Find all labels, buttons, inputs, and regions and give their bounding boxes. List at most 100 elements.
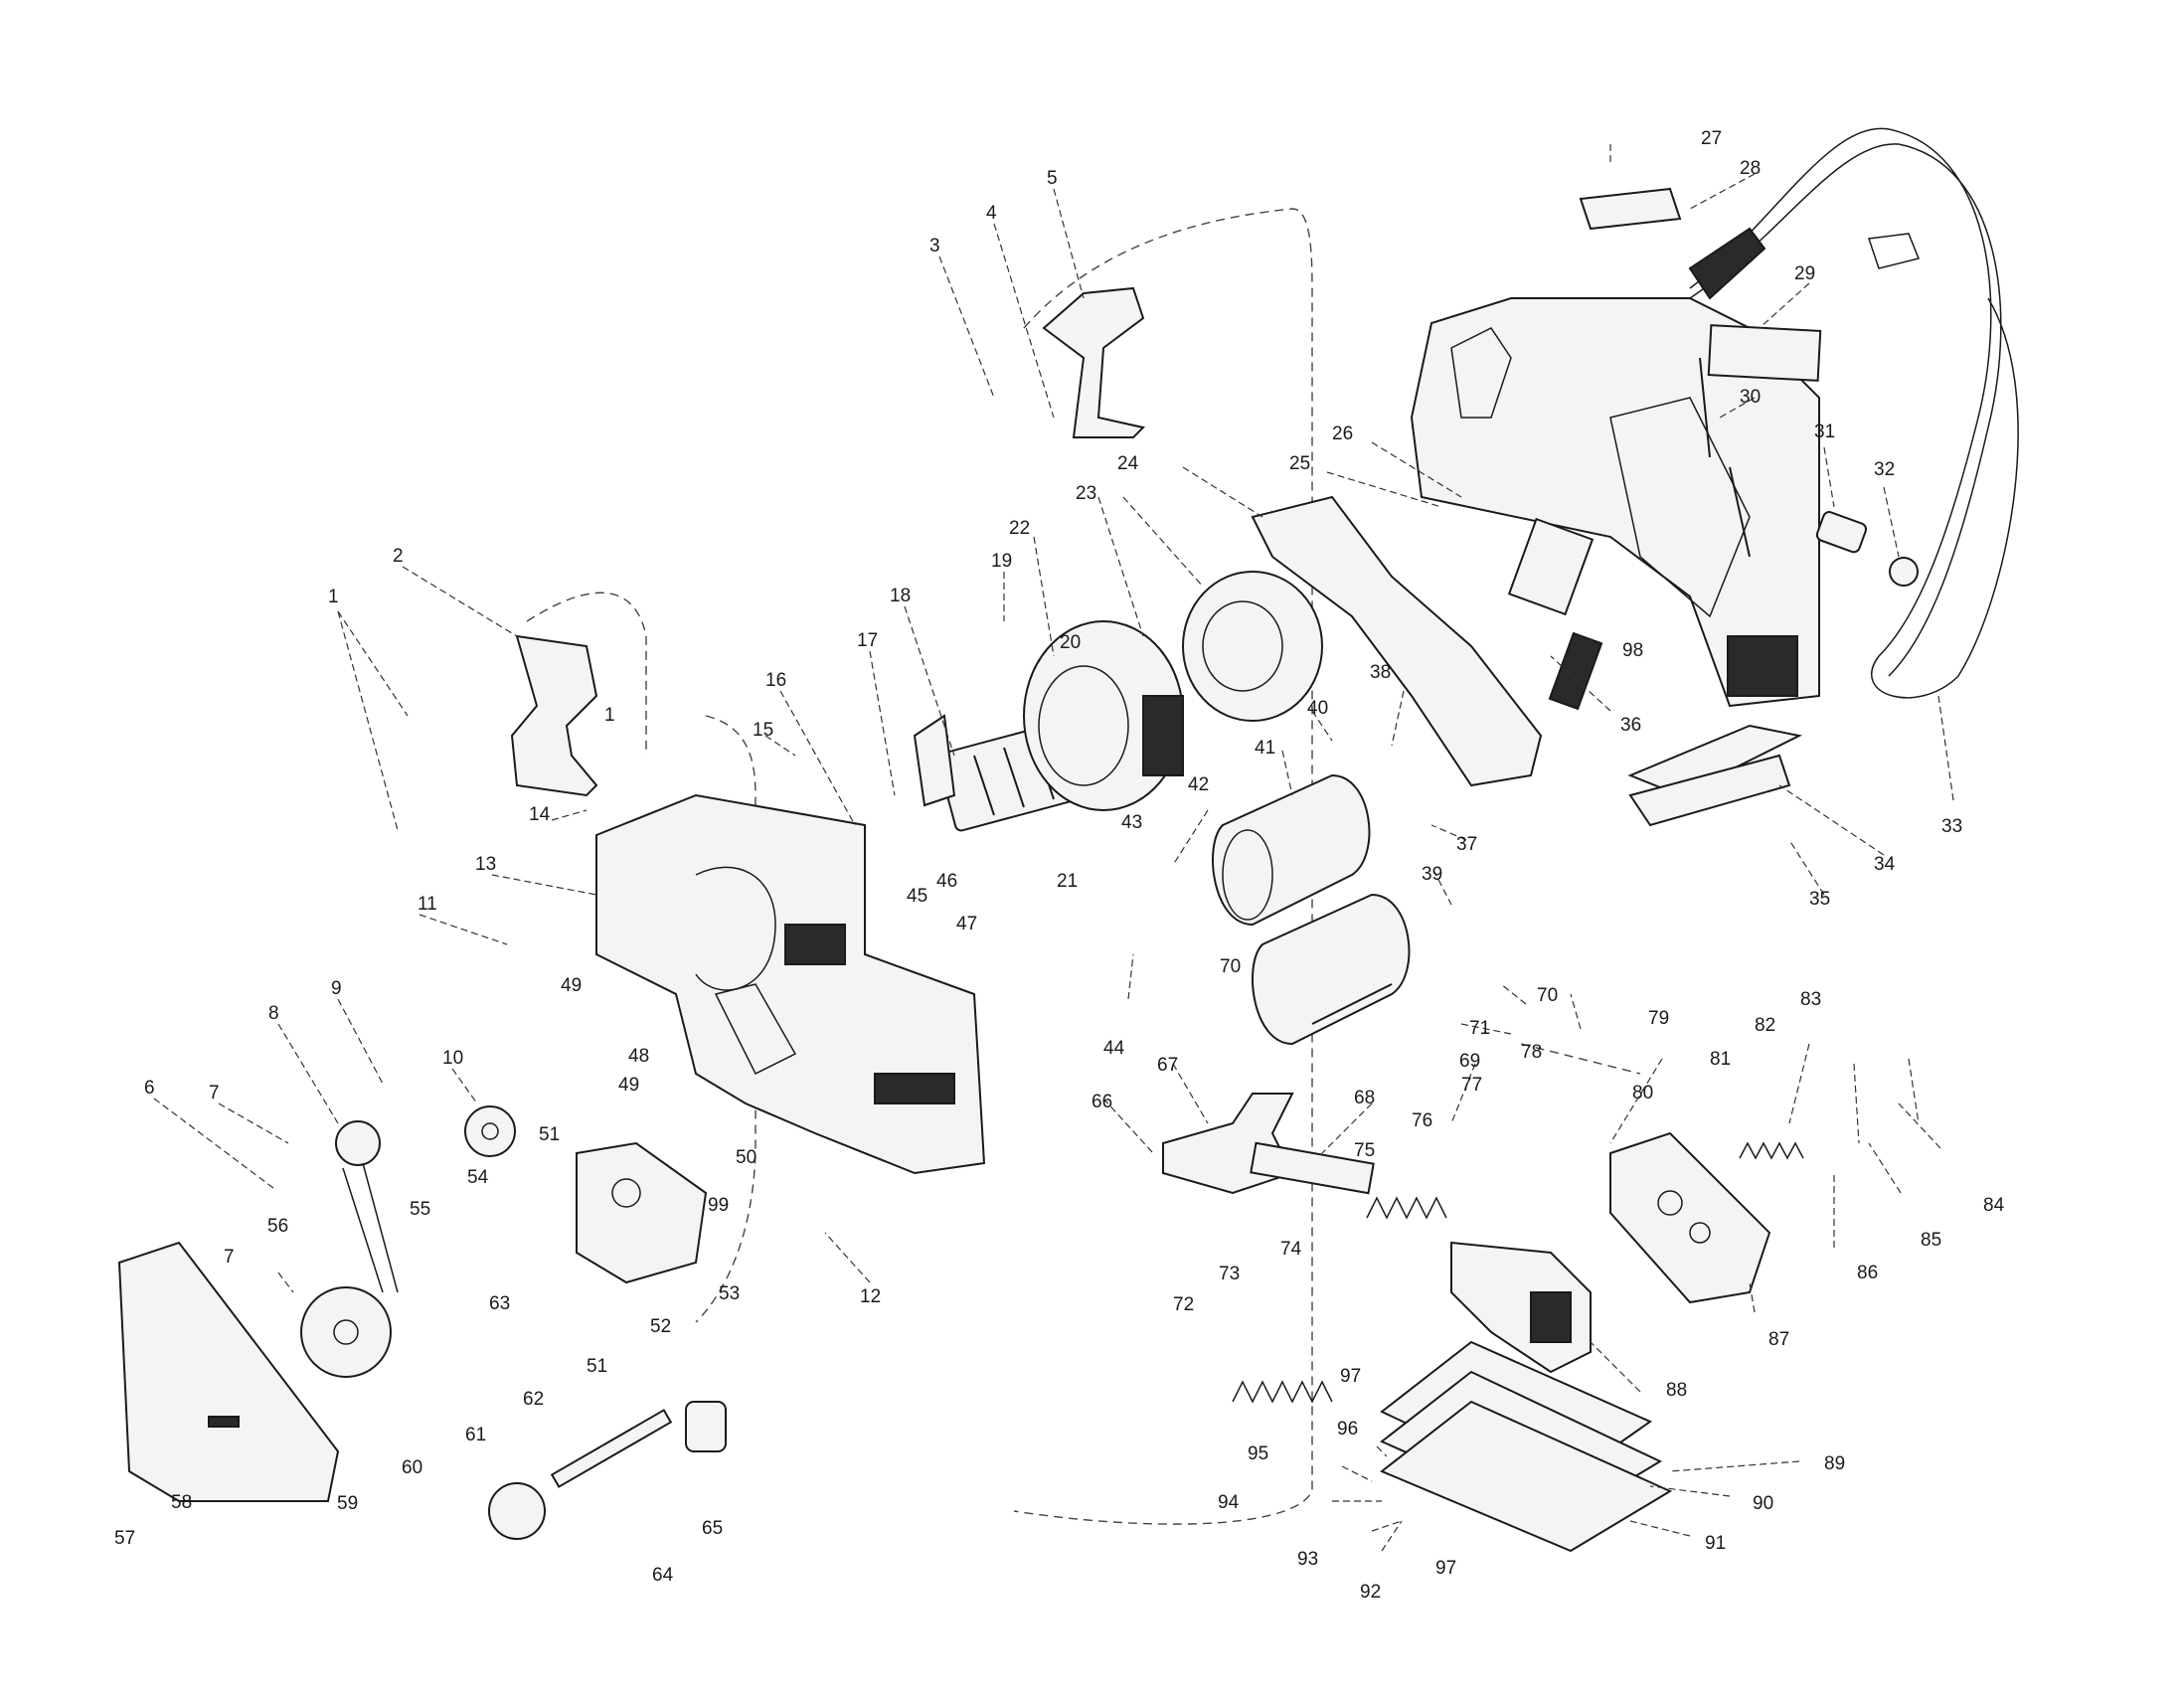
callout-21: 21	[1057, 871, 1078, 892]
callout-62: 62	[523, 1389, 544, 1410]
callout-92: 92	[1360, 1582, 1381, 1603]
callout-24: 24	[1117, 453, 1139, 474]
callout-labels: 1 1 2 3 4 5 6 7 7 8 9 10 11 12 13 14 15 …	[114, 128, 2005, 1603]
callout-75: 75	[1354, 1140, 1375, 1161]
callout-80: 80	[1632, 1083, 1653, 1103]
callout-70-b: 70	[1537, 985, 1558, 1006]
callout-79: 79	[1648, 1008, 1669, 1029]
callout-22: 22	[1009, 518, 1030, 539]
nameplate-part	[1579, 187, 1822, 382]
leader-lines	[153, 144, 1954, 1552]
callout-56: 56	[267, 1216, 288, 1237]
callout-14: 14	[529, 804, 551, 825]
callout-66: 66	[1092, 1092, 1112, 1112]
callout-34: 34	[1874, 854, 1896, 875]
callout-72: 72	[1173, 1294, 1194, 1315]
callout-19: 19	[991, 551, 1012, 572]
callout-15: 15	[753, 720, 773, 741]
callout-78: 78	[1521, 1042, 1542, 1063]
callout-95: 95	[1248, 1443, 1268, 1464]
field-housing-part	[1023, 620, 1184, 811]
callout-67: 67	[1157, 1055, 1178, 1076]
depth-knob-part	[488, 1401, 727, 1540]
callout-76: 76	[1412, 1110, 1432, 1131]
callout-18: 18	[890, 586, 911, 606]
callout-31: 31	[1814, 422, 1835, 442]
callout-40: 40	[1307, 698, 1328, 719]
callout-69: 69	[1459, 1051, 1480, 1072]
callout-97-a: 97	[1340, 1366, 1361, 1387]
callout-47: 47	[956, 914, 977, 934]
callout-44: 44	[1103, 1038, 1125, 1059]
callout-77: 77	[1461, 1075, 1482, 1096]
callout-89: 89	[1824, 1453, 1845, 1474]
callout-86: 86	[1857, 1263, 1878, 1283]
plate-part	[1251, 495, 1543, 787]
callout-33: 33	[1941, 816, 1962, 837]
rear-handle-part	[1042, 286, 1145, 438]
callout-46: 46	[936, 871, 957, 892]
callout-8: 8	[268, 1003, 279, 1024]
callout-17: 17	[857, 630, 878, 651]
callout-57: 57	[114, 1528, 135, 1549]
callout-88: 88	[1666, 1380, 1687, 1401]
drive-drum-part	[1212, 773, 1371, 927]
callout-61: 61	[465, 1425, 486, 1445]
callout-39: 39	[1422, 864, 1442, 885]
callout-51-b: 51	[587, 1356, 607, 1377]
callout-27: 27	[1701, 128, 1722, 149]
callout-96: 96	[1337, 1419, 1358, 1440]
spring-parts	[1232, 1141, 1804, 1404]
callout-38: 38	[1370, 662, 1391, 683]
callout-13: 13	[475, 854, 496, 875]
idler-drum-part	[1252, 893, 1411, 1046]
callout-50: 50	[736, 1147, 756, 1168]
callout-84: 84	[1983, 1195, 2005, 1216]
callout-81: 81	[1710, 1049, 1731, 1070]
gear-part	[464, 1105, 516, 1157]
callout-36: 36	[1620, 715, 1641, 736]
callout-20: 20	[1060, 632, 1081, 653]
callout-16: 16	[765, 670, 786, 691]
callout-7-a: 7	[209, 1083, 220, 1103]
callout-63: 63	[489, 1293, 510, 1314]
callout-25: 25	[1289, 453, 1310, 474]
cord-part	[1688, 127, 2019, 699]
callout-51-a: 51	[539, 1124, 560, 1145]
callout-64: 64	[652, 1565, 674, 1586]
callout-60: 60	[402, 1457, 422, 1478]
pulley-parts	[300, 1120, 399, 1378]
callout-4: 4	[986, 203, 997, 224]
callout-9: 9	[331, 978, 342, 999]
platen-parts	[1380, 1340, 1673, 1553]
callout-49-b: 49	[618, 1075, 639, 1096]
callout-54: 54	[467, 1167, 489, 1188]
callout-83: 83	[1800, 989, 1821, 1010]
dust-cover-part	[1609, 1131, 1771, 1304]
callout-29: 29	[1794, 263, 1815, 284]
callout-42: 42	[1188, 774, 1209, 795]
belt-guard-part	[117, 1241, 340, 1502]
callout-30: 30	[1740, 387, 1761, 408]
callout-11: 11	[418, 894, 437, 915]
gear-case-cover-part	[576, 1141, 708, 1284]
callout-85: 85	[1921, 1230, 1941, 1251]
callout-94: 94	[1218, 1492, 1240, 1513]
callout-82: 82	[1755, 1015, 1775, 1036]
callout-65: 65	[702, 1518, 723, 1539]
callout-26: 26	[1332, 424, 1353, 444]
housing-part	[1410, 297, 1820, 797]
callout-32: 32	[1874, 459, 1895, 480]
callout-91: 91	[1705, 1533, 1726, 1554]
callout-90: 90	[1753, 1493, 1773, 1514]
callout-74: 74	[1280, 1239, 1302, 1260]
callout-1-b: 1	[604, 705, 615, 726]
callout-53: 53	[719, 1283, 740, 1304]
front-handle-part	[510, 634, 598, 797]
callout-73: 73	[1219, 1264, 1240, 1284]
callout-87: 87	[1768, 1329, 1789, 1350]
switch-part	[1507, 517, 1603, 711]
callout-59: 59	[337, 1493, 358, 1514]
callout-48: 48	[628, 1046, 649, 1067]
